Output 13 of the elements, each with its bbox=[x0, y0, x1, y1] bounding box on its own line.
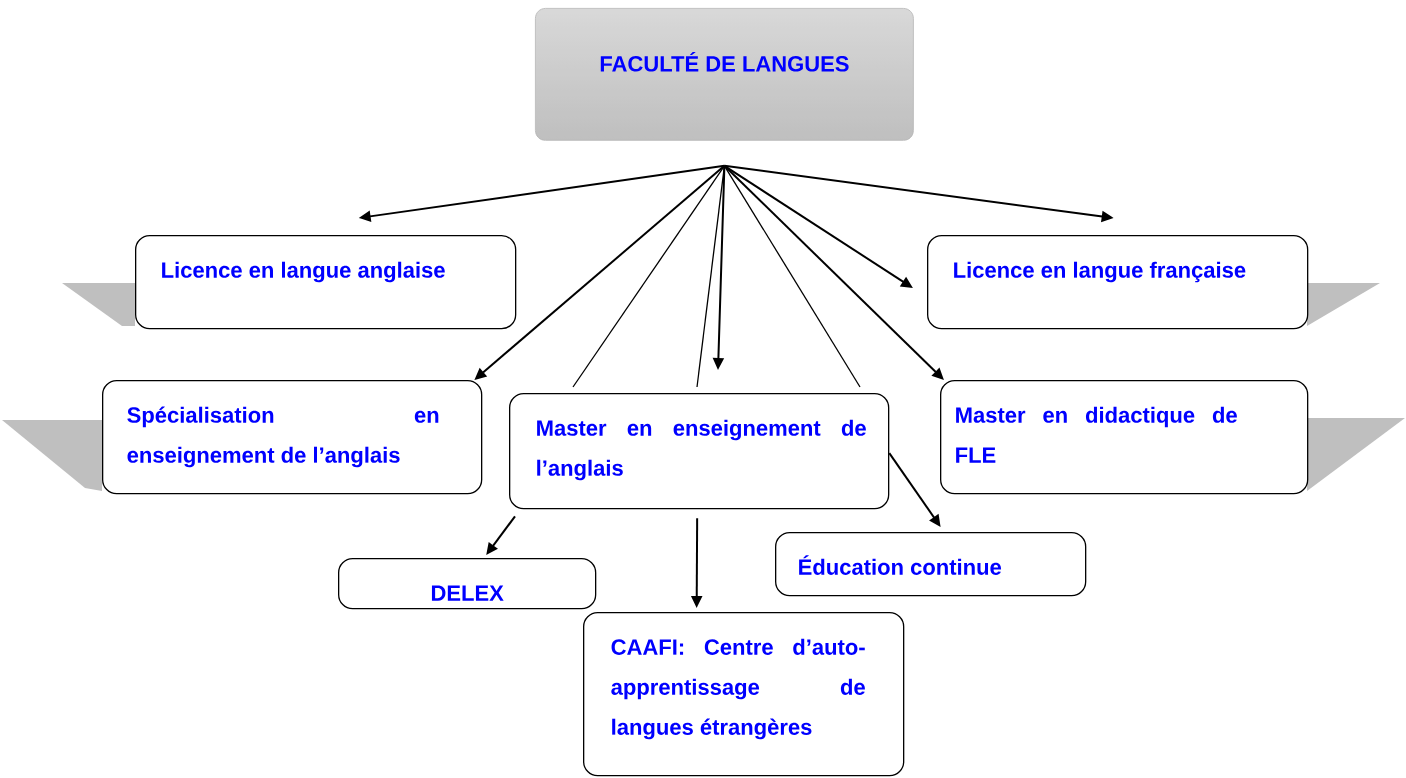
arrow bbox=[888, 452, 941, 527]
title-box: FACULTÉ DE LANGUES bbox=[535, 8, 914, 141]
program-box: Master en didactique de FLE bbox=[940, 380, 1309, 495]
program-box: Éducation continue bbox=[775, 532, 1087, 597]
program-box: DELEX bbox=[338, 558, 597, 610]
program-box: Licence en langue française bbox=[927, 235, 1309, 330]
program-box: Master en enseignement de l’anglais bbox=[509, 393, 890, 510]
connector-line bbox=[723, 165, 861, 388]
arrow bbox=[486, 515, 516, 555]
connector-line bbox=[572, 165, 726, 388]
program-box: Spécialisation en enseignement de l’anglais bbox=[102, 380, 483, 495]
program-box: Licence en langue anglaise bbox=[135, 235, 517, 330]
program-box: CAAFI: Centre d’auto-apprentissage de langues étrangères bbox=[583, 612, 905, 777]
